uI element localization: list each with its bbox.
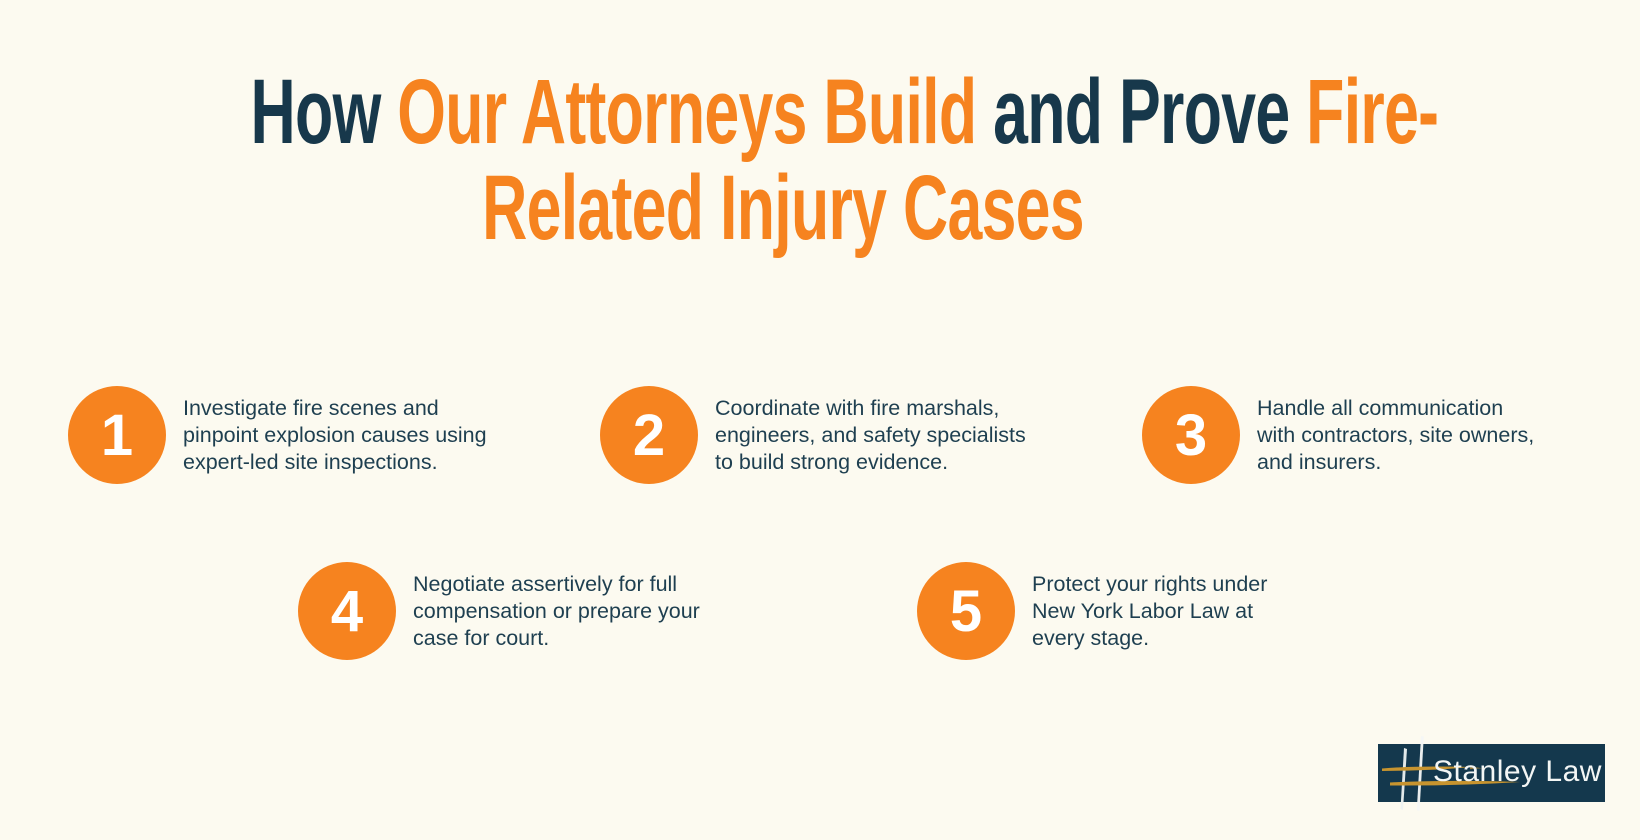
page-title-line-2: Related Injury Cases bbox=[251, 160, 1316, 256]
hash-brush-icon bbox=[1382, 736, 1520, 811]
step-1-number-badge: 1 bbox=[68, 386, 166, 484]
step-3-number-badge: 3 bbox=[1142, 386, 1240, 484]
step-5: 5 Protect your rights under New York Lab… bbox=[917, 562, 1267, 660]
title-segment: Fire- bbox=[1306, 61, 1439, 163]
step-2-number-badge: 2 bbox=[600, 386, 698, 484]
step-3: 3 Handle all communication with contract… bbox=[1142, 386, 1534, 484]
title-segment: Our Attorneys Build bbox=[397, 61, 994, 163]
step-5-number-badge: 5 bbox=[917, 562, 1015, 660]
page-title-line-1: How Our Attorneys Build and Prove Fire- bbox=[250, 61, 1439, 163]
title-segment: and Prove bbox=[993, 61, 1307, 163]
title-segment: Related Injury Cases bbox=[482, 157, 1085, 259]
step-4-description: Negotiate assertively for full compensat… bbox=[413, 571, 700, 650]
step-1: 1 Investigate fire scenes and pinpoint e… bbox=[68, 386, 487, 484]
step-2-description: Coordinate with fire marshals, engineers… bbox=[715, 395, 1026, 474]
step-4: 4 Negotiate assertively for full compens… bbox=[298, 562, 700, 660]
step-2: 2 Coordinate with fire marshals, enginee… bbox=[600, 386, 1026, 484]
step-4-number-badge: 4 bbox=[298, 562, 396, 660]
step-5-description: Protect your rights under New York Labor… bbox=[1032, 571, 1268, 650]
page-title: How Our Attorneys Build and Prove Fire- … bbox=[250, 61, 1439, 256]
stanley-law-logo: Stanley Law bbox=[1378, 736, 1605, 811]
logo-wordmark: Stanley Law bbox=[1433, 755, 1602, 788]
step-3-description: Handle all communication with contractor… bbox=[1257, 395, 1535, 474]
title-segment: How bbox=[250, 61, 398, 163]
step-1-description: Investigate fire scenes and pinpoint exp… bbox=[183, 395, 487, 474]
